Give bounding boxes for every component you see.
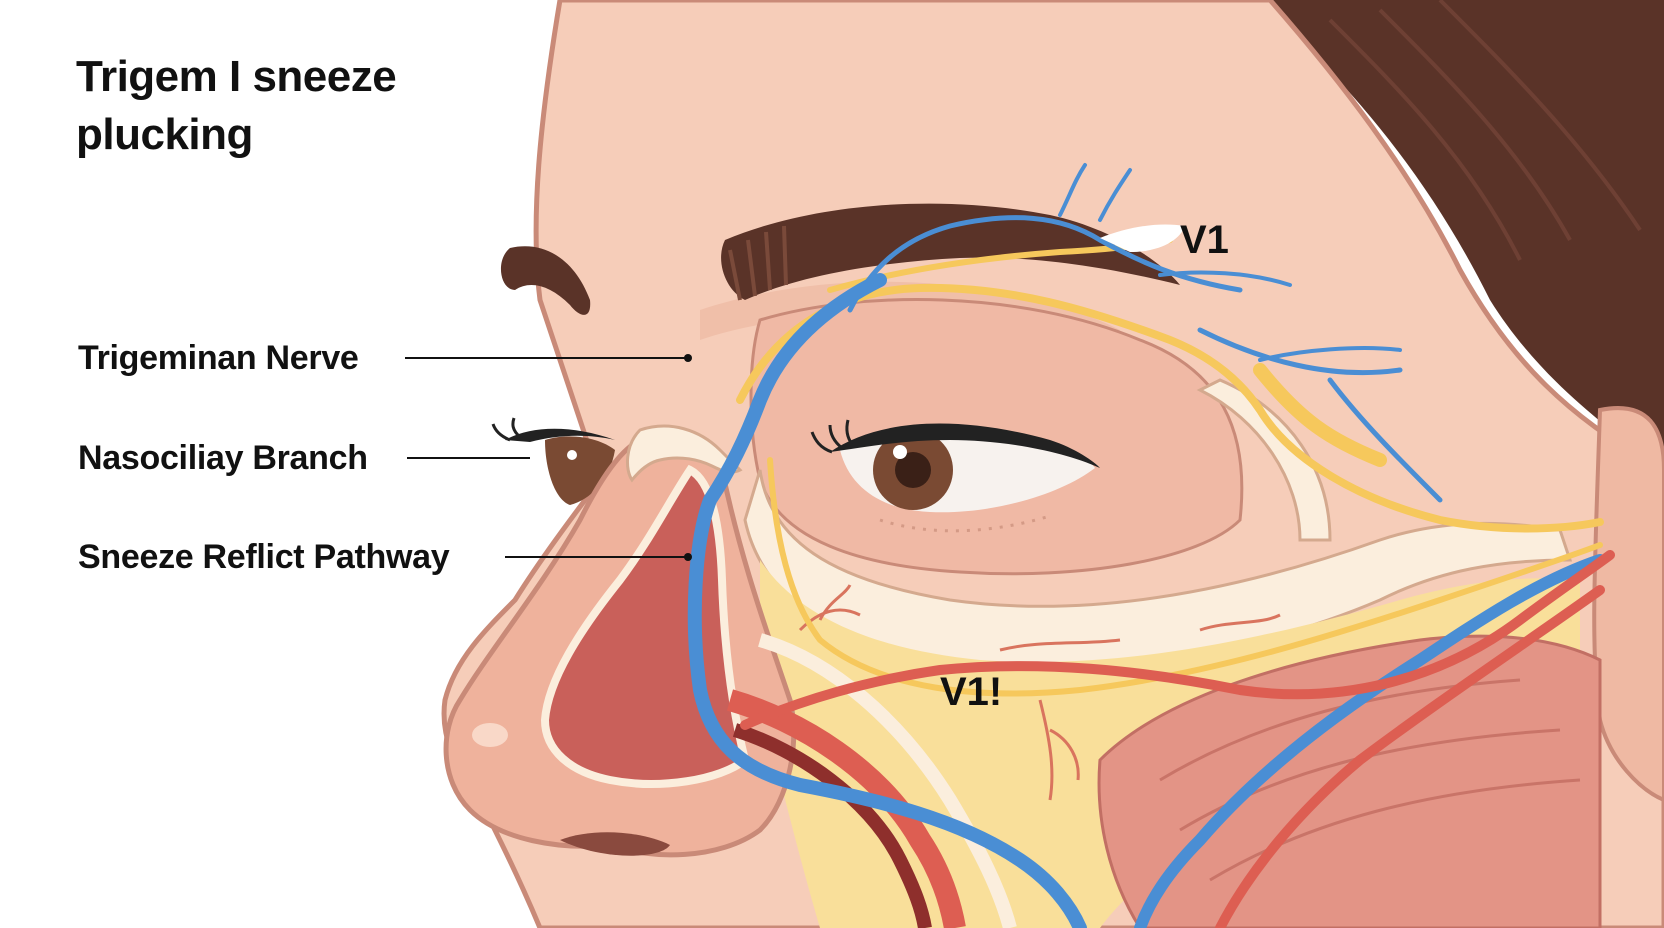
near-eye-highlight xyxy=(893,445,907,459)
far-eyebrow xyxy=(500,246,591,315)
nerve-yellow-upper-right xyxy=(1253,363,1387,467)
nostril xyxy=(560,832,670,856)
nerve-blue-nasociliary xyxy=(687,273,1087,928)
small-vessels xyxy=(798,584,1281,801)
nose-highlight xyxy=(472,723,508,747)
far-eye-highlight xyxy=(567,450,577,460)
nerve-yellow-cheek xyxy=(767,457,1603,697)
nerve-blue-main xyxy=(847,215,1243,313)
leader-dot-trigeminal xyxy=(684,354,692,362)
nerve-blue-lower xyxy=(1134,554,1606,928)
near-eyebrow xyxy=(721,203,1180,300)
nasal-passage-cream xyxy=(758,633,1017,928)
nerve-blue-right xyxy=(1197,327,1443,503)
hair-strands xyxy=(1328,0,1642,261)
label-trigeminal-nerve: Trigeminan Nerve xyxy=(78,339,359,377)
nerve-red-lower xyxy=(1215,585,1605,928)
page-title: Trigem I sneeze plucking xyxy=(76,52,397,159)
near-pupil xyxy=(895,452,931,488)
far-lashes xyxy=(491,417,522,442)
nasal-passage-dark xyxy=(732,723,932,928)
label-sneeze-pathway: Sneeze Reflict Pathway xyxy=(78,538,450,576)
nerve-blue-twigs xyxy=(1058,163,1402,362)
far-eye xyxy=(545,436,615,505)
hair xyxy=(560,0,1664,470)
label-nasociliary-branch: Nasociliay Branch xyxy=(78,439,368,477)
tag-v1-lower: V1! xyxy=(940,670,1003,714)
muscle-layer xyxy=(1097,634,1602,928)
nasal-bone xyxy=(626,424,743,483)
leader-dot-sneeze xyxy=(684,553,692,561)
tag-v1-upper: V1 xyxy=(1180,218,1229,262)
far-upper-lid xyxy=(505,428,615,442)
nerve-yellow-orbital xyxy=(736,283,1604,533)
near-upper-lid xyxy=(830,423,1100,468)
v1-highlight xyxy=(1100,224,1185,252)
near-lashes xyxy=(810,419,854,454)
orbit-rim xyxy=(1196,378,1332,542)
eyebrow-hairs xyxy=(728,225,788,301)
nerve-red-pathway xyxy=(740,550,1615,730)
